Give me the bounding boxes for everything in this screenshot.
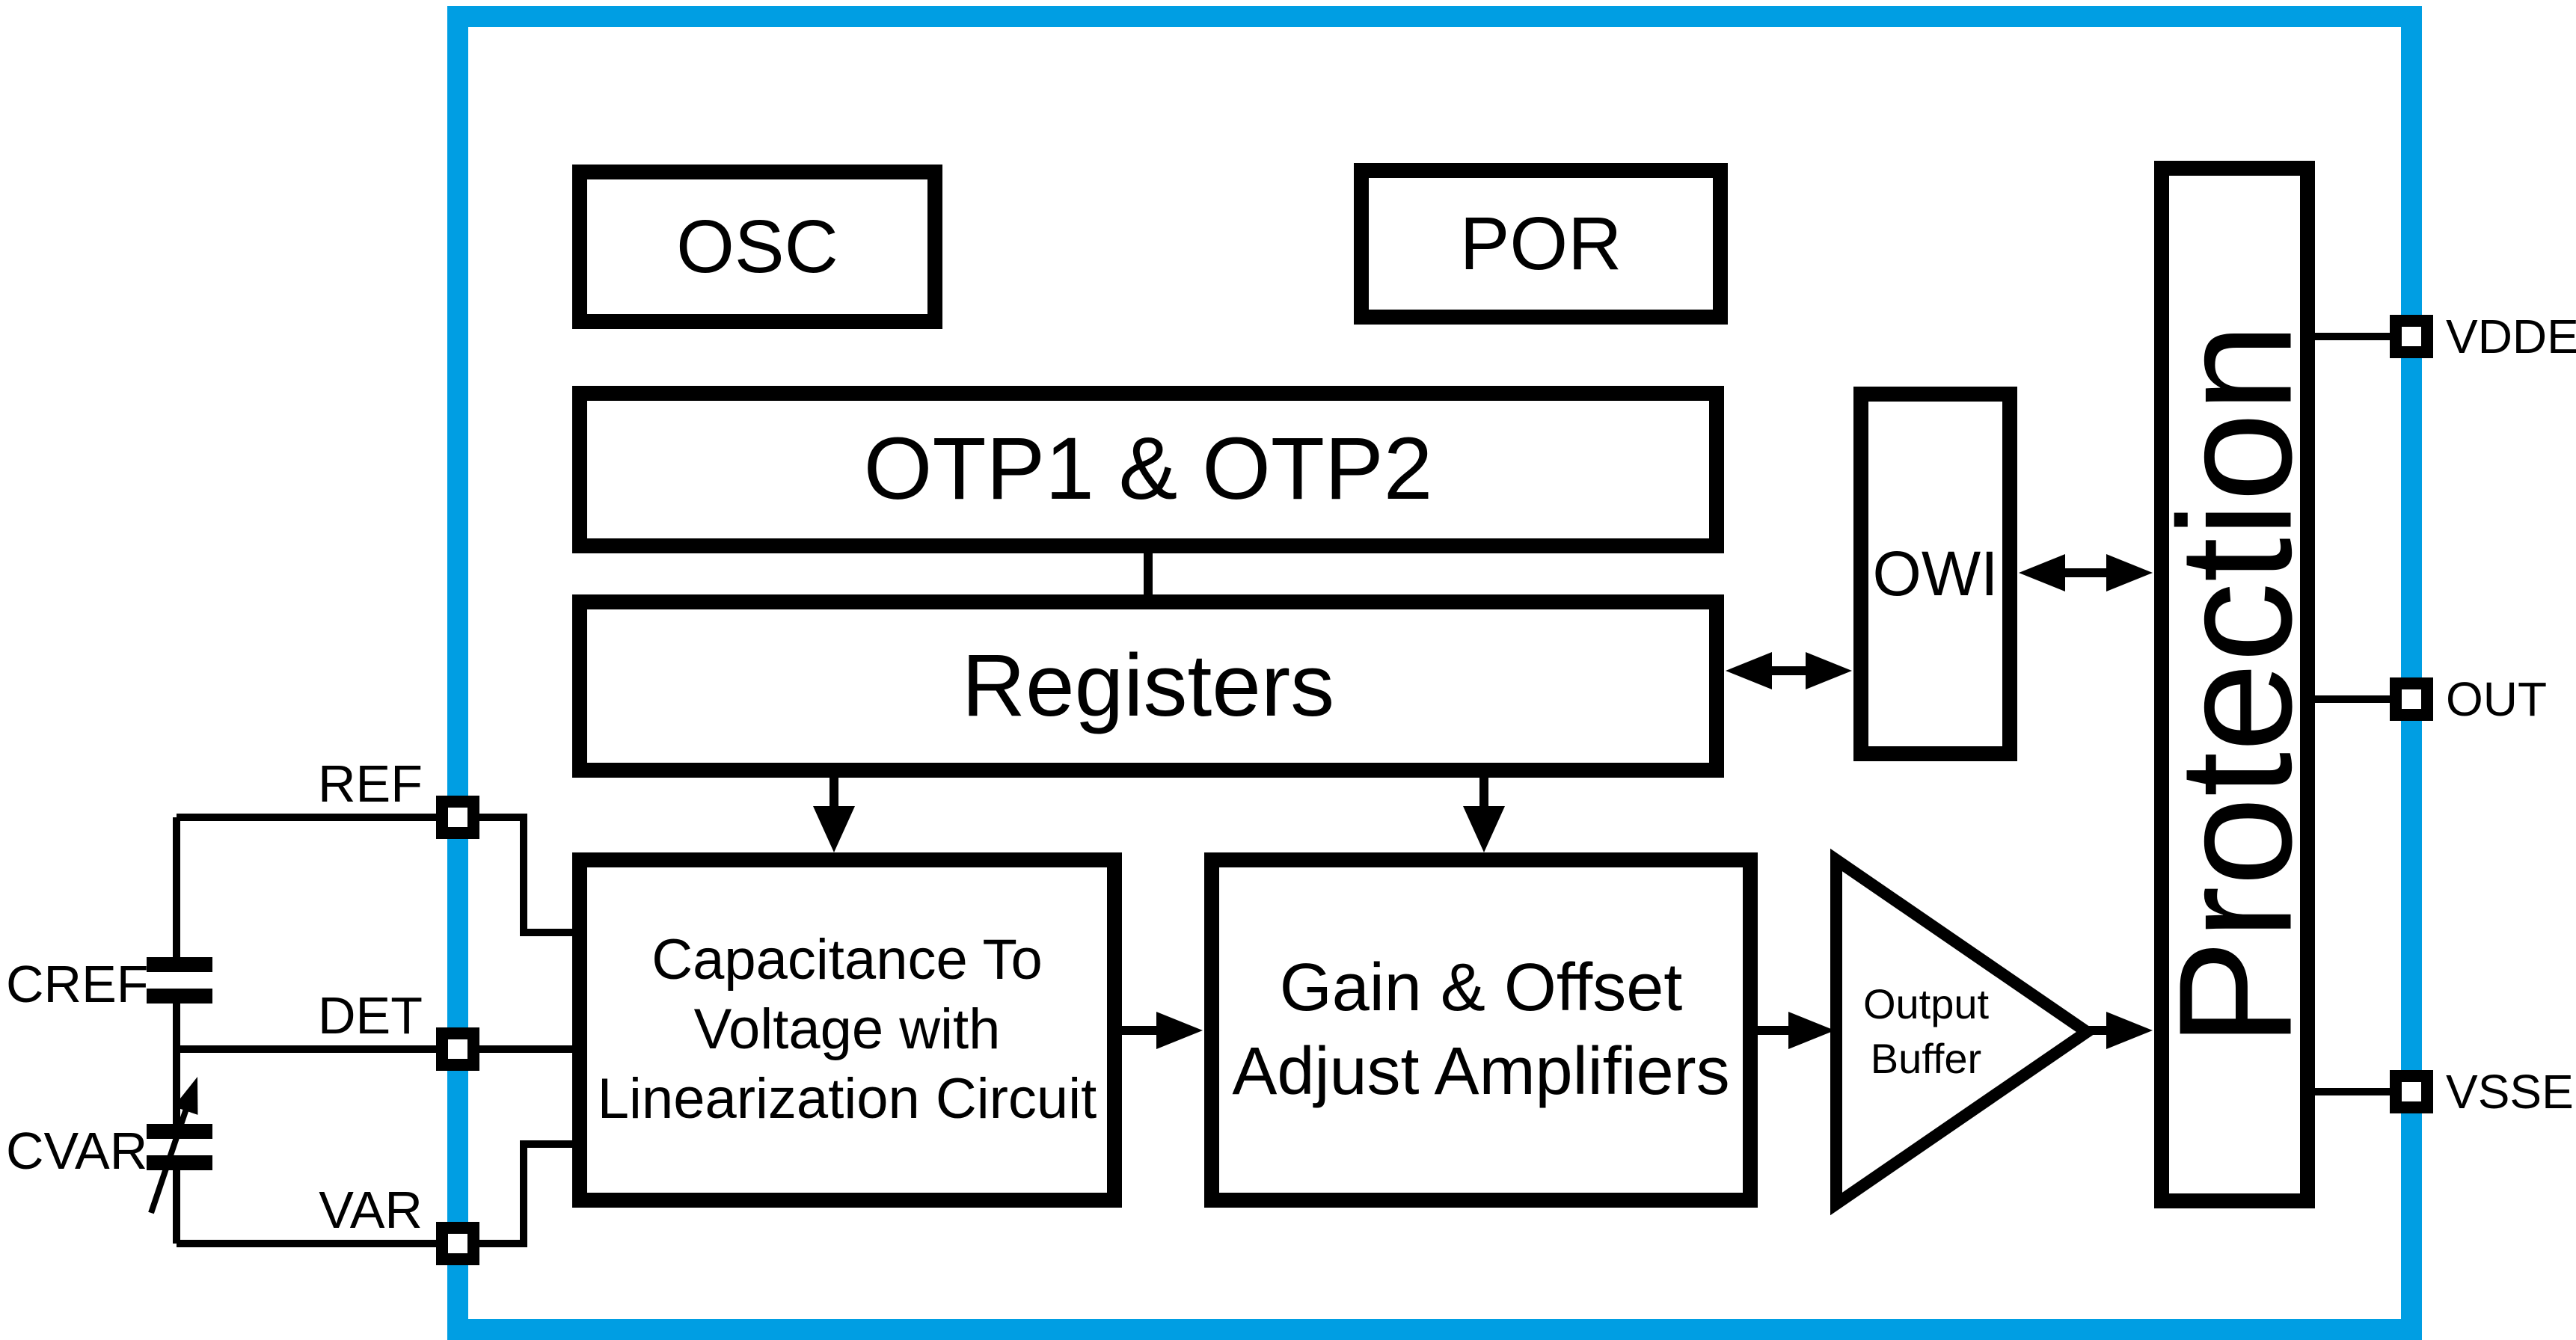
arrowhead-registers-to-gain	[1463, 806, 1505, 852]
chip-boundary-frame	[447, 6, 2422, 1340]
pin-det-label: DET	[318, 986, 423, 1045]
block-por: POR	[1354, 163, 1728, 325]
cvar-variable-arrow-shaft	[148, 1101, 191, 1214]
block-c2v-label-line1: Capacitance To	[651, 928, 1043, 992]
cref-capacitor-label: CREF	[6, 955, 149, 1013]
pin-out-square	[2390, 677, 2433, 721]
block-c2v-label-line3: Linearization Circuit	[597, 1066, 1097, 1131]
block-protection: Protection	[2144, 161, 2325, 1208]
cvar-capacitor-label: CVAR	[6, 1122, 148, 1180]
block-owi-label: OWI	[1872, 538, 1999, 609]
block-protection-label: Protection	[2144, 322, 2325, 1047]
cvar-variable-arrow-head	[174, 1077, 198, 1115]
pin-var-square	[436, 1222, 479, 1265]
pin-det-square	[436, 1027, 479, 1071]
arrowhead-registers-owi-right	[1806, 652, 1852, 689]
pin-out-label: OUT	[2446, 672, 2548, 726]
arrowhead-registers-owi-left	[1726, 652, 1772, 689]
block-osc-label: OSC	[676, 205, 838, 289]
arrowhead-buffer-to-protection	[2106, 1012, 2153, 1049]
block-otp-label: OTP1 & OTP2	[863, 419, 1433, 519]
wire-var	[177, 1140, 580, 1247]
pin-vsse-label: VSSE	[2446, 1065, 2574, 1119]
pin-ref-label: REF	[318, 754, 423, 813]
cref-capacitor-plate-bottom	[147, 989, 212, 1004]
pin-vsse-square	[2390, 1070, 2433, 1113]
block-c2v-label-line2: Voltage with	[693, 998, 1001, 1062]
cvar-capacitor-plate-bottom	[147, 1155, 212, 1170]
block-registers: Registers	[572, 594, 1724, 778]
arrowhead-gain-to-buffer	[1788, 1012, 1835, 1049]
wire-ref	[177, 814, 580, 936]
pin-vdde-label: VDDE	[2446, 310, 2576, 363]
output-buffer-label-line1: Output	[1862, 980, 1990, 1028]
block-registers-label: Registers	[961, 636, 1335, 735]
block-por-label: POR	[1459, 202, 1622, 286]
arrowhead-owi-protection-left	[2019, 554, 2065, 591]
cref-capacitor-plate-top	[147, 957, 212, 972]
block-capacitance-to-voltage: Capacitance To Voltage with Linearizatio…	[572, 852, 1122, 1208]
pin-var-label: VAR	[319, 1181, 423, 1239]
block-gain-offset-amplifiers: Gain & Offset Adjust Amplifiers	[1204, 852, 1758, 1208]
output-buffer-label-line2: Buffer	[1870, 1035, 1982, 1082]
arrowhead-owi-protection-right	[2106, 554, 2153, 591]
block-owi: OWI	[1853, 387, 2017, 761]
pin-ref-square	[436, 796, 479, 839]
output-buffer-triangle	[1830, 848, 2098, 1216]
arrowhead-registers-to-c2v	[813, 806, 855, 852]
block-osc: OSC	[572, 165, 942, 329]
block-gain-label-line1: Gain & Offset	[1279, 950, 1683, 1025]
block-gain-label-line2: Adjust Amplifiers	[1232, 1033, 1730, 1109]
pin-vdde-square	[2390, 315, 2433, 358]
output-buffer-label: Output Buffer	[1841, 948, 2011, 1116]
block-otp: OTP1 & OTP2	[572, 386, 1724, 553]
arrowhead-c2v-to-gain	[1156, 1012, 1203, 1049]
